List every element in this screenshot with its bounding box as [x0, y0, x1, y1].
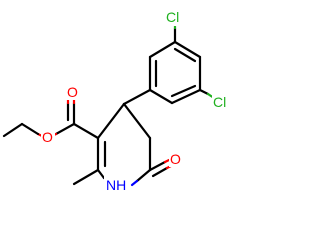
bond-aryl-c4: [122, 88, 152, 106]
nitrogen-label-nh: NH: [106, 177, 126, 193]
label-bg-o-ether: [41, 129, 55, 145]
dichlorophenyl-ring: [148, 40, 202, 105]
bond-ring-d-inner: [170, 84, 197, 98]
bond-c6-o-carbon: [148, 160, 167, 172]
bond-ring-a: [148, 40, 177, 59]
bond-cl-right-carbon: [198, 88, 210, 96]
dihydropyridinone-ring: [96, 102, 152, 187]
label-bg-cl-right: [212, 93, 236, 111]
bond-c4-c5: [122, 102, 152, 140]
label-bg-o-carbonyl: [66, 84, 80, 100]
oxygen-label-ether: O: [42, 129, 53, 145]
bond-n-part-a: [130, 179, 139, 187]
bond-ethyl-b: [2, 122, 24, 138]
label-bg-cl-top: [164, 8, 188, 26]
oxygen-label-lactam: O: [170, 151, 181, 167]
bond-c3-ester-carbon: [72, 122, 100, 140]
bond-c6-o-double-carbon: [151, 166, 169, 178]
label-bg-o-lactam: [169, 151, 183, 167]
label-bg-nh: [104, 176, 130, 194]
bond-c6-o-red: [163, 158, 171, 164]
bond-methyl: [72, 168, 100, 186]
bond-ester-o-carbon: [54, 122, 76, 136]
bond-n-c2: [96, 168, 106, 180]
bond-ethyl-a: [20, 122, 40, 136]
oxygen-label-carbonyl: O: [67, 84, 78, 100]
bond-ring-f-inner: [173, 47, 197, 63]
molecule-structure: Cl Cl O O O NH: [2, 8, 236, 194]
bond-ring-f: [173, 40, 202, 59]
chlorine-label-top: Cl: [166, 9, 179, 25]
bond-c3-c4: [96, 102, 126, 140]
chlorine-label-right: Cl: [213, 94, 226, 110]
bond-ring-d: [170, 88, 202, 105]
atom-labels: Cl Cl O O O NH: [41, 8, 236, 194]
bond-ring-c: [148, 88, 174, 105]
bond-c6-n: [135, 168, 152, 183]
